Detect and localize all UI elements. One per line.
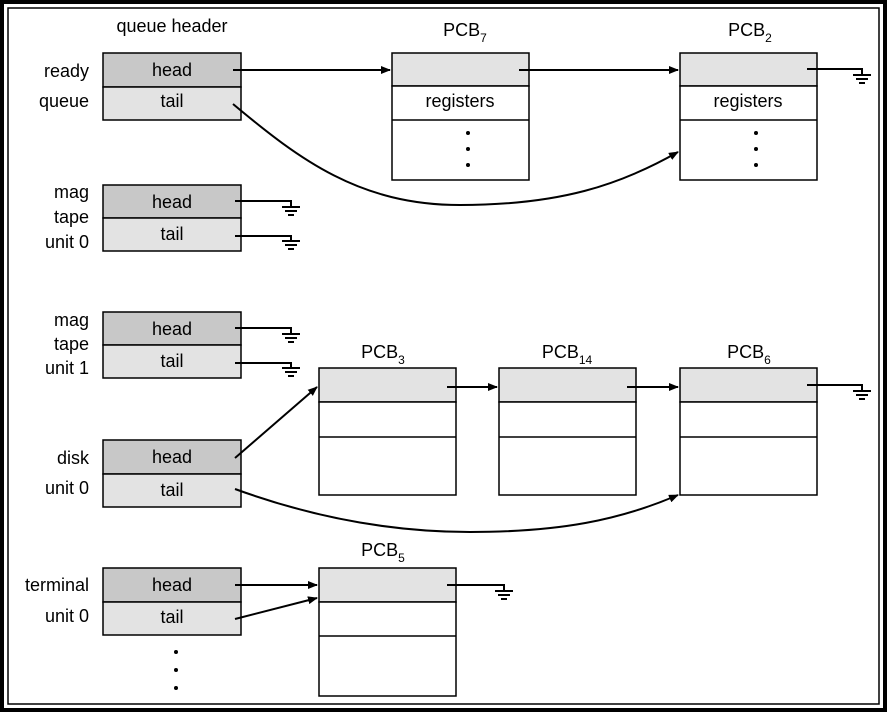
term-tail-cell [102,601,242,636]
pcb-7-title: PCB7 [443,20,487,45]
ready-queue-label-1: ready [44,61,89,81]
disk-tail-to-pcb6-arrow [234,488,679,534]
mag1-tail-text: tail [160,351,183,371]
disk-label-2: unit 0 [45,478,89,498]
pcb-2-link-cell [679,52,818,87]
pcb-7: PCB7 registers [391,20,530,181]
pcb-6-link-cell [679,367,818,403]
term-head-text: head [152,575,192,595]
ready-tail-cell [102,86,242,121]
mag0-head-text: head [152,192,192,212]
pcb-3: PCB3 [318,342,457,496]
mag0-label-3: unit 0 [45,232,89,252]
mag1-label-2: tape [54,334,89,354]
mag1-label-3: unit 1 [45,358,89,378]
disk-head-text: head [152,447,192,467]
mag0-head-null-ground [235,200,300,216]
ready-head-text: head [152,60,192,80]
mag1-head-null-ground [235,327,300,343]
term-tail-to-pcb5-arrow [234,596,318,620]
pcb-14-title: PCB14 [542,342,593,367]
mag1-label-1: mag [54,310,89,330]
ready-tail-text: tail [160,91,183,111]
pcb6-null-ground [807,384,871,400]
pcb-5: PCB5 [318,540,457,697]
term-label-2: unit 0 [45,606,89,626]
pcb-3-link-cell [318,367,457,403]
disk-unit-0-queue: disk unit 0 head tail [45,439,242,508]
pcb-2-registers: registers [713,91,782,111]
pcb-3-title: PCB3 [361,342,405,367]
pcb-7-link-cell [391,52,530,87]
pcb-7-body [391,85,530,181]
pcb2-null-ground [807,68,871,84]
pcb-3-body [318,401,457,496]
pcb-5-body [318,601,457,697]
pcb-6-title: PCB6 [727,342,771,367]
pcb5-null-ground [447,584,513,600]
queue-header-title: queue header [116,16,227,36]
pcb-7-registers: registers [425,91,494,111]
mag0-label-2: tape [54,207,89,227]
pcb-14: PCB14 [498,342,637,496]
disk-tail-text: tail [160,480,183,500]
pointer-arrows [232,66,679,620]
disk-head-cell [102,439,242,475]
pcb-2-title: PCB2 [728,20,772,45]
terminal-unit-0-queue: terminal unit 0 head tail [25,567,242,636]
pcb-6: PCB6 [679,342,818,496]
inner-frame [7,7,880,705]
pcb-14-body [498,401,637,496]
disk-head-to-pcb3-arrow [234,386,318,459]
mag1-tail-cell [102,344,242,379]
ready-queue-label-2: queue [39,91,89,111]
null-pointers [235,68,871,600]
term-label-1: terminal [25,575,89,595]
pcb-2-body [679,85,818,181]
mag0-label-1: mag [54,182,89,202]
mag1-tail-null-ground [235,362,300,377]
ready-queue: ready queue head tail [39,52,242,121]
mag0-head-cell [102,184,242,219]
mag0-tail-text: tail [160,224,183,244]
disk-label-1: disk [57,448,90,468]
pcb-2: PCB2 registers [679,20,818,181]
mag-tape-unit-0-queue: mag tape unit 0 head tail [45,182,242,252]
pcb-5-link-cell [318,567,457,603]
pcb-5-title: PCB5 [361,540,405,565]
pcb-14-link-cell [498,367,637,403]
pcb-6-body [679,401,818,496]
mag1-head-text: head [152,319,192,339]
ready-tail-to-pcb2-arrow [232,103,679,207]
more-queues-ellipsis [174,650,178,690]
term-tail-text: tail [160,607,183,627]
mag0-tail-cell [102,217,242,252]
mag0-tail-null-ground [235,235,300,250]
mag-tape-unit-1-queue: mag tape unit 1 head tail [45,310,242,379]
